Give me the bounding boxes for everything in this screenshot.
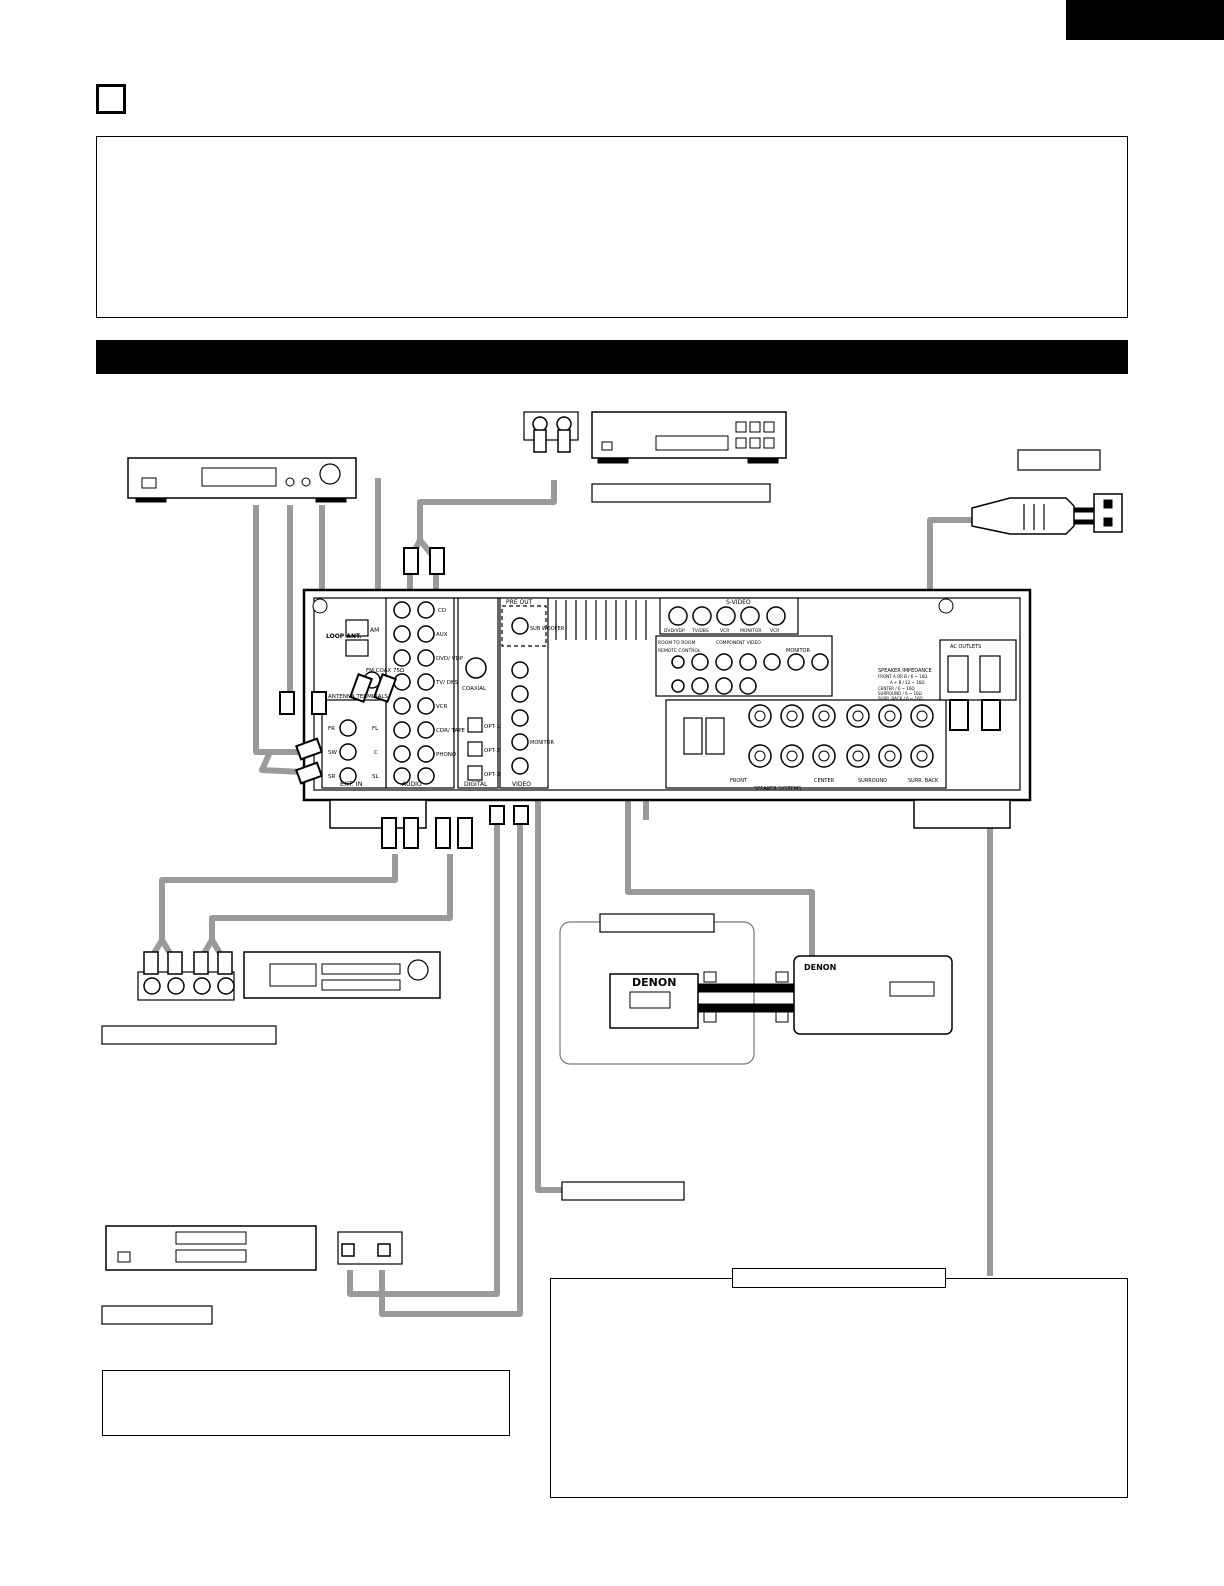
room-to-room-label: ROOM TO ROOM — [658, 640, 695, 646]
remote-room-area — [559, 913, 953, 1065]
fl-label: FL — [372, 726, 379, 732]
sl-label: SL — [372, 774, 379, 780]
sw-label: SW — [328, 750, 337, 756]
antenna-terminals-label: ANTENNA TERMINALS — [328, 694, 388, 700]
power-plug — [971, 449, 1123, 535]
section-marker — [96, 84, 126, 114]
bottom-left-note-box — [102, 1370, 510, 1436]
impedance-line-5: SURR. BACK / 6 ~ 16Ω — [878, 696, 923, 701]
section-header-bar — [96, 340, 1128, 374]
tape-deck — [101, 951, 441, 1045]
opt3-label: OPT-3 — [484, 772, 500, 778]
impedance-line-2: A + B / 12 ~ 16Ω — [890, 680, 924, 685]
aux-label: AUX — [436, 632, 448, 638]
am-label: AM — [370, 627, 379, 634]
vcr-label: VCR — [436, 704, 448, 710]
denon-logo-remote: DENON — [632, 976, 676, 989]
s-input-1: DVD/VDP — [664, 628, 685, 634]
component-video-label: COMPONENT VIDEO — [716, 640, 761, 646]
md-recorder — [101, 1225, 403, 1325]
center-label: CENTER — [814, 778, 835, 784]
denon-logo-receiver: DENON — [804, 963, 836, 972]
impedance-line-4: SURROUND / 6 ~ 16Ω — [878, 691, 922, 696]
s-input-5: VCR — [770, 628, 779, 634]
subwoofer-device — [523, 411, 787, 503]
c-label: C — [374, 750, 378, 756]
tape-cable-1 — [159, 854, 398, 940]
phono-label: PHONO — [436, 752, 457, 758]
impedance-line-3: CENTER / 6 ~ 16Ω — [878, 686, 915, 691]
pre-out-label: PRE OUT — [506, 599, 533, 606]
s-input-3: VCR — [720, 628, 729, 634]
panel-text: LOOP ANT. AM FM COAX 75Ω ANTENNA TERMINA… — [326, 599, 981, 792]
dvd-vdp-label: DVD/ VDP — [436, 656, 464, 662]
tuner-cable-2 — [283, 505, 293, 713]
subwoofer-label: SUB WOOFER — [530, 626, 565, 632]
front-label: FRONT — [730, 778, 748, 784]
surround-label: SURROUND — [858, 778, 887, 784]
ext-in-label: EXT. IN — [340, 780, 363, 788]
bottom-right-note-box — [550, 1278, 1128, 1498]
speaker-impedance-label: SPEAKER IMPEDANCE — [878, 668, 932, 674]
md-cable-2 — [379, 820, 523, 1317]
s-input-2: TV/DBS — [691, 628, 709, 634]
md-cable-1 — [347, 820, 500, 1297]
digital-label: DIGITAL — [464, 781, 488, 788]
audio-label: AUDIO — [402, 781, 422, 788]
note-box — [96, 136, 1128, 318]
surr-back-label: SURR. BACK — [908, 778, 939, 784]
monitor-cable — [535, 620, 562, 1193]
video-label: VIDEO — [512, 781, 531, 788]
opt1-label: OPT-1 — [484, 724, 500, 730]
cd-label: CD — [438, 608, 446, 614]
page-tab — [1066, 0, 1224, 40]
opt2-label: OPT-2 — [484, 748, 500, 754]
tv-dbs-label: TV/ DBS — [435, 680, 459, 686]
monitor-panel-label: MONITOR — [530, 740, 554, 746]
s-input-4: MONITOR — [740, 628, 762, 634]
cdr-tape-label: CDR/ TAPE — [436, 728, 466, 734]
monitor-label-box — [561, 1181, 685, 1201]
tuner-cable-1 — [253, 505, 302, 755]
receiver-rear-panel — [302, 588, 1032, 829]
speaker-systems-label: SPEAKER SYSTEMS — [754, 786, 801, 792]
subwoofer-cable — [407, 480, 557, 600]
monitor-component-label: MONITOR — [786, 648, 810, 654]
bottom-right-title-box — [732, 1268, 946, 1288]
coaxial-label: COAXIAL — [462, 686, 487, 692]
ac-outlets-label: AC OUTLETS — [950, 644, 981, 650]
loop-ant-label: LOOP ANT. — [326, 633, 361, 640]
brand-logos: DENON DENON — [632, 963, 836, 989]
rca-plugs — [279, 547, 1001, 849]
s-video-label: S-VIDEO — [726, 599, 751, 606]
impedance-line-1: FRONT A OR B / 6 ~ 16Ω — [878, 674, 927, 679]
tape-cable-2 — [209, 854, 453, 940]
sr-label: SR — [328, 774, 335, 780]
fr-label: FR — [328, 726, 335, 732]
tuner-device — [127, 457, 357, 503]
fm-coax-label: FM COAX 75Ω — [366, 668, 404, 674]
remote-control-label: REMOTE CONTROL — [658, 648, 701, 654]
